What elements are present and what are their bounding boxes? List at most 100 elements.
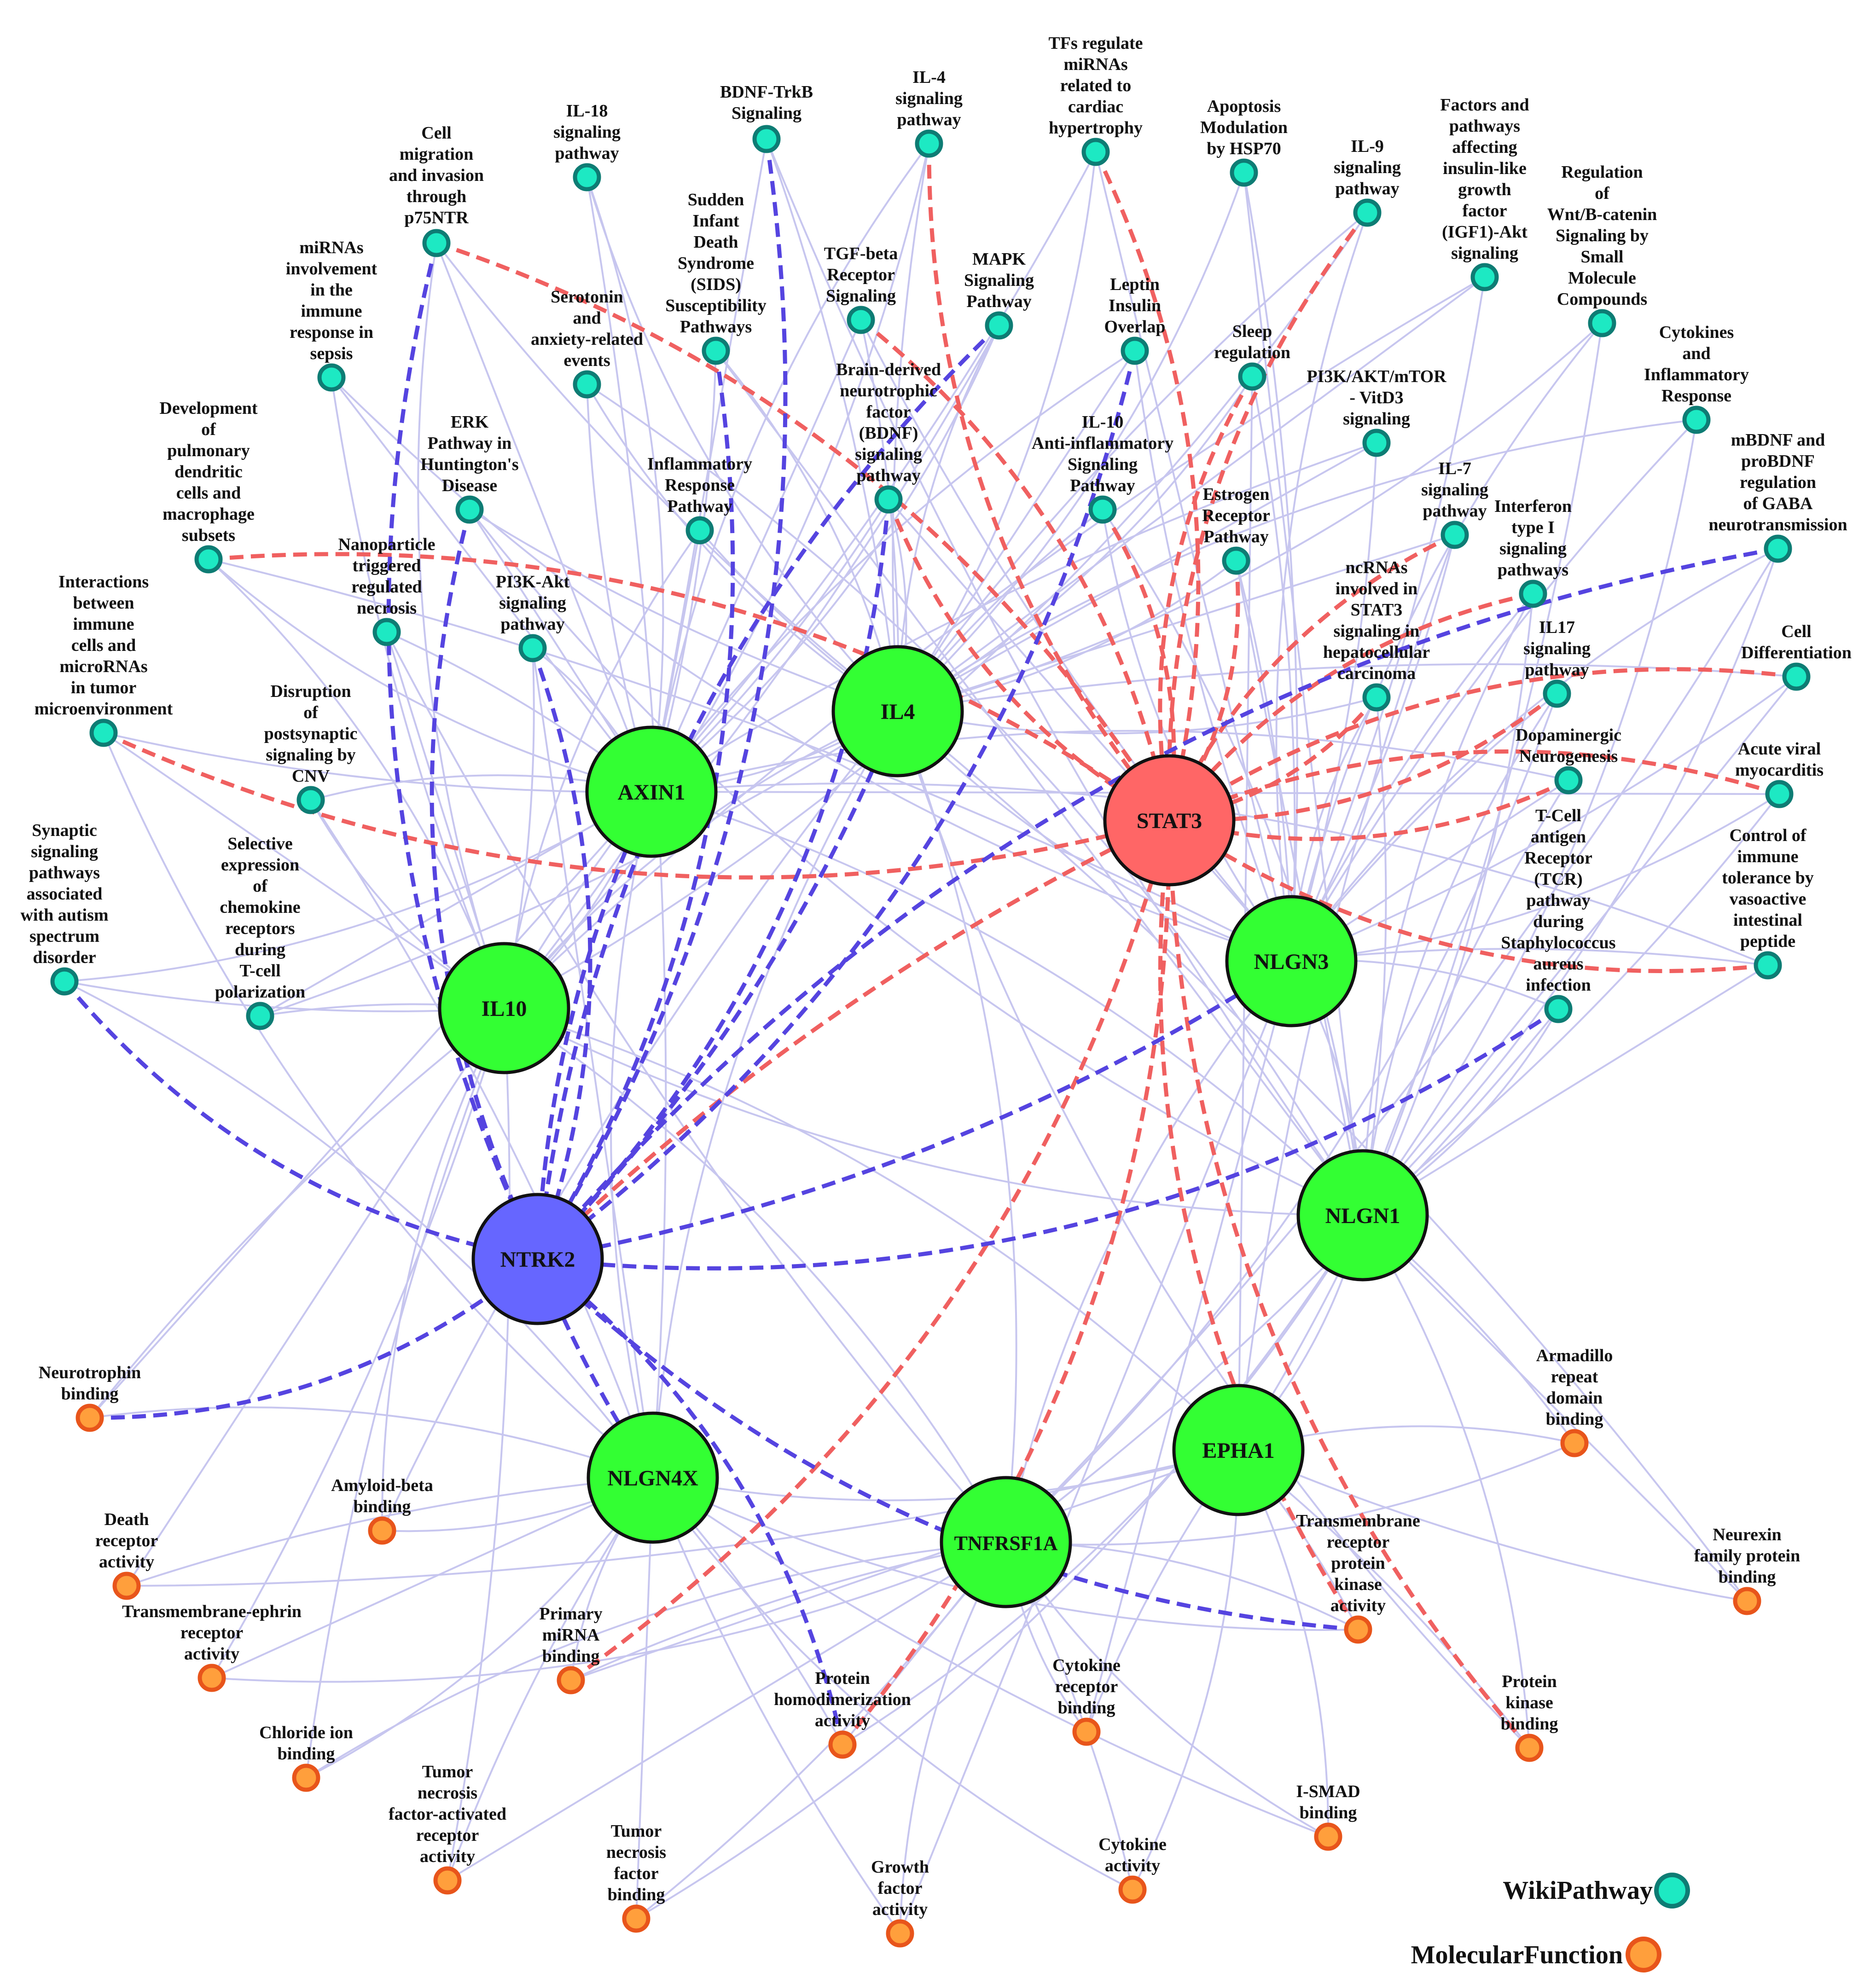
mf-node-m-amyloid[interactable] — [368, 1516, 396, 1545]
wiki-label-line: Response — [665, 476, 735, 495]
wiki-label-line: Signaling — [964, 271, 1034, 290]
wiki-node-w-sids[interactable] — [702, 336, 730, 365]
mf-node-m-neurotrophin[interactable] — [76, 1404, 104, 1432]
ntrk2-edge — [536, 139, 788, 1260]
wiki-node-w-cytokines[interactable] — [1682, 406, 1711, 434]
light-edge — [64, 980, 654, 1479]
light-edge — [1362, 779, 1569, 1216]
wiki-node-w-ifn[interactable] — [1519, 580, 1547, 608]
hub-axin1[interactable] — [585, 725, 718, 858]
wiki-label-line: signaling — [499, 593, 566, 613]
hub-ntrk2[interactable] — [471, 1193, 604, 1325]
hub-nlgn1[interactable] — [1296, 1149, 1429, 1282]
wiki-node-w-mapk[interactable] — [985, 311, 1013, 340]
wiki-node-w-tcr[interactable] — [1544, 995, 1573, 1023]
wiki-label-line: related to — [1060, 76, 1131, 95]
light-edge — [211, 1541, 1006, 1683]
wiki-node-w-tgfb[interactable] — [847, 306, 875, 334]
wiki-label-line: response in — [290, 323, 373, 342]
wiki-label-line: disorder — [33, 948, 96, 967]
hub-nlgn3[interactable] — [1225, 895, 1358, 1027]
wiki-node-w-ncrna[interactable] — [1362, 683, 1391, 712]
mf-label-line: protein — [1331, 1554, 1385, 1573]
wiki-node-w-vip[interactable] — [1754, 951, 1782, 980]
wiki-node-w-pi3kakt[interactable] — [518, 634, 547, 662]
light-edge — [208, 558, 652, 793]
hub-edge — [897, 710, 1292, 962]
mf-node-m-tmephrin[interactable] — [197, 1664, 226, 1692]
mf-node-m-cytokineactivity[interactable] — [1118, 1875, 1147, 1904]
wiki-label-line: proBDNF — [1741, 452, 1815, 471]
wiki-node-w-mirsepsis[interactable] — [317, 363, 346, 392]
wiki-node-w-pulmonary[interactable] — [194, 545, 223, 574]
wiki-node-w-dopa[interactable] — [1554, 766, 1583, 795]
wiki-node-w-il7[interactable] — [1440, 521, 1469, 549]
mf-node-m-tnfactivated[interactable] — [433, 1866, 462, 1895]
wiki-node-w-il4[interactable] — [915, 129, 943, 158]
light-edge — [208, 558, 505, 1009]
wiki-node-w-erk[interactable] — [455, 495, 484, 524]
mf-node-m-tmrpk[interactable] — [1344, 1615, 1372, 1644]
wiki-node-w-bdnftrkb[interactable] — [752, 125, 781, 153]
wiki-node-w-leptin[interactable] — [1121, 336, 1149, 365]
wiki-node-w-immune-mirna[interactable] — [89, 719, 118, 747]
mf-label-line: binding — [1501, 1714, 1558, 1734]
mf-node-m-chloride[interactable] — [292, 1764, 320, 1792]
wiki-label-line: cardiac — [1068, 97, 1123, 116]
wiki-label-line: Overlap — [1104, 317, 1166, 336]
mf-node-m-proteinkinase[interactable] — [1515, 1734, 1544, 1762]
wiki-node-w-il17[interactable] — [1543, 679, 1571, 708]
wiki-label-line: Synaptic — [32, 821, 97, 840]
mf-node-m-ismad[interactable] — [1314, 1822, 1342, 1851]
hub-il4[interactable] — [831, 645, 964, 777]
wiki-node-w-inflamm[interactable] — [685, 516, 714, 545]
mf-label-line: Neurexin — [1713, 1525, 1781, 1544]
wiki-label-line: Pathway in — [428, 434, 512, 453]
wiki-node-w-mbdnf[interactable] — [1764, 534, 1792, 563]
hub-nlgn4x[interactable] — [587, 1411, 719, 1544]
wiki-label-line: IL-18 — [566, 101, 608, 121]
wiki-node-w-chemokine[interactable] — [246, 1002, 274, 1030]
wiki-node-w-p75[interactable] — [422, 229, 451, 257]
wiki-node-w-il10anti[interactable] — [1088, 495, 1117, 524]
wiki-node-w-pi3kmtor[interactable] — [1362, 429, 1391, 457]
wiki-node-w-estrogen[interactable] — [1222, 546, 1250, 575]
wiki-label-line: and invasion — [389, 166, 484, 185]
wiki-node-w-apop[interactable] — [1230, 158, 1258, 187]
hub-stat3[interactable] — [1103, 754, 1236, 887]
wiki-label-line: dendritic — [174, 462, 243, 481]
light-edge — [1362, 593, 1534, 1216]
mf-node-m-neurexin[interactable] — [1733, 1587, 1761, 1615]
mf-node-m-tnfbinding[interactable] — [622, 1904, 651, 1933]
mf-node-m-death[interactable] — [112, 1572, 141, 1600]
light-edge — [1275, 212, 1368, 962]
light-edge — [1086, 961, 1292, 1732]
wiki-node-w-acuteviral[interactable] — [1765, 780, 1794, 808]
light-edge — [897, 419, 1697, 712]
wiki-node-w-il18[interactable] — [573, 163, 601, 191]
mf-node-m-primarymirna[interactable] — [557, 1666, 585, 1694]
light-edge — [503, 325, 1000, 1009]
wiki-node-w-serotonin[interactable] — [573, 370, 601, 399]
wiki-label-line: sepsis — [310, 344, 353, 363]
wiki-node-w-tfs[interactable] — [1081, 138, 1110, 166]
mf-node-m-armadillo[interactable] — [1560, 1429, 1589, 1457]
wiki-node-w-synaptic[interactable] — [50, 967, 79, 996]
wiki-node-w-nano[interactable] — [372, 618, 401, 646]
hub-epha1[interactable] — [1172, 1384, 1305, 1516]
mf-node-m-cytokinereceptor[interactable] — [1072, 1717, 1101, 1746]
wiki-node-w-igf1[interactable] — [1470, 263, 1499, 291]
wiki-node-w-il9[interactable] — [1353, 198, 1382, 227]
wiki-node-w-celldiff[interactable] — [1782, 662, 1811, 691]
mf-node-m-homodimer[interactable] — [828, 1730, 857, 1759]
hub-tnfrsf1a[interactable] — [940, 1476, 1072, 1608]
wiki-node-w-sleep[interactable] — [1238, 362, 1266, 391]
mf-node-m-growth[interactable] — [886, 1919, 914, 1948]
wiki-node-w-wnt[interactable] — [1588, 309, 1616, 337]
light-edge — [892, 143, 930, 712]
wiki-node-w-bdnf[interactable] — [874, 485, 903, 514]
stat3-edge — [1167, 820, 1531, 1749]
hub-il10[interactable] — [438, 942, 570, 1074]
wiki-node-w-disrupt[interactable] — [296, 786, 325, 814]
light-edge — [1291, 793, 1780, 962]
